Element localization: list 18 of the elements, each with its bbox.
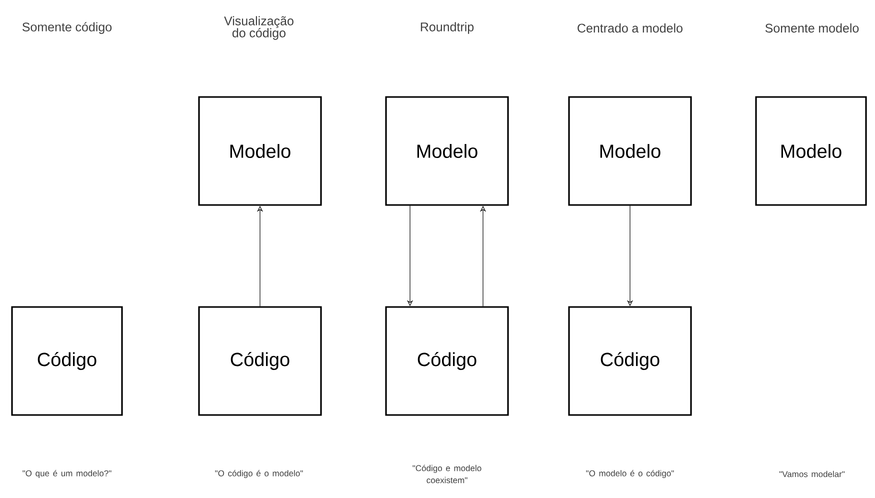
column-heading: Centrado a modelo: [578, 23, 682, 33]
column-heading: Somente código: [22, 22, 112, 34]
quote-text: "O que é um modelo?": [22, 470, 112, 478]
code-box: Código: [198, 306, 322, 416]
model-box: Modelo: [568, 96, 692, 206]
quote-text: "Código e modelo coexistem": [412, 464, 482, 484]
quote-text: "O código é o modelo": [215, 470, 303, 478]
model-box: Modelo: [198, 96, 322, 206]
code-box: Código: [385, 306, 509, 416]
quote-text: "O modelo é o código": [586, 470, 674, 478]
code-box: Código: [11, 306, 123, 416]
column-heading: Visualização do código: [224, 16, 294, 40]
model-box: Modelo: [385, 96, 509, 206]
column-heading: Roundtrip: [420, 22, 474, 34]
code-box: Código: [568, 306, 692, 416]
column-heading: Somente modelo: [765, 23, 859, 33]
model-box: Modelo: [755, 96, 867, 206]
quote-text: "Vamos modelar": [779, 470, 845, 478]
